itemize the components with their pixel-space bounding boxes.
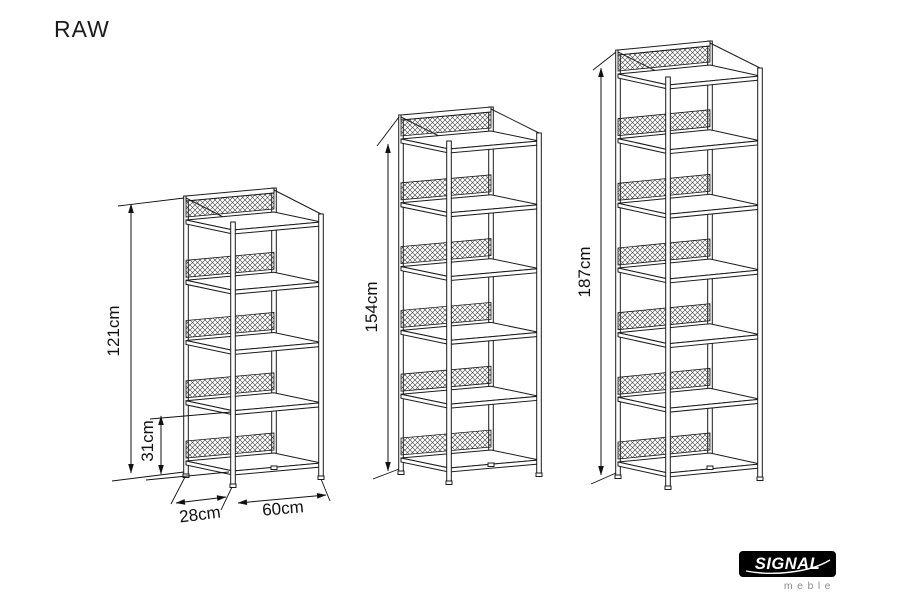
dim-label-unit3-height: 187cm — [575, 246, 594, 298]
product-title: RAW — [54, 16, 110, 42]
dim-label-unit1-height: 121cm — [104, 305, 123, 357]
brand-subtitle: meble — [783, 580, 835, 592]
logo-swoosh-icon — [745, 559, 831, 574]
brand-logo: SIGNAL meble — [739, 551, 836, 592]
brand-name: SIGNAL — [754, 554, 821, 573]
dim-label-unit1-width: 60cm — [261, 497, 305, 520]
shelf-unit-154 — [397, 106, 543, 485]
dim-label-unit2-height: 154cm — [362, 281, 381, 333]
shelf-unit-121 — [182, 187, 325, 488]
dim-label-unit1-shelf-spacing: 31cm — [138, 420, 157, 462]
shelf-unit-187 — [614, 40, 764, 490]
brand-logo-box: SIGNAL — [739, 551, 836, 577]
dimension-lines — [111, 51, 617, 511]
